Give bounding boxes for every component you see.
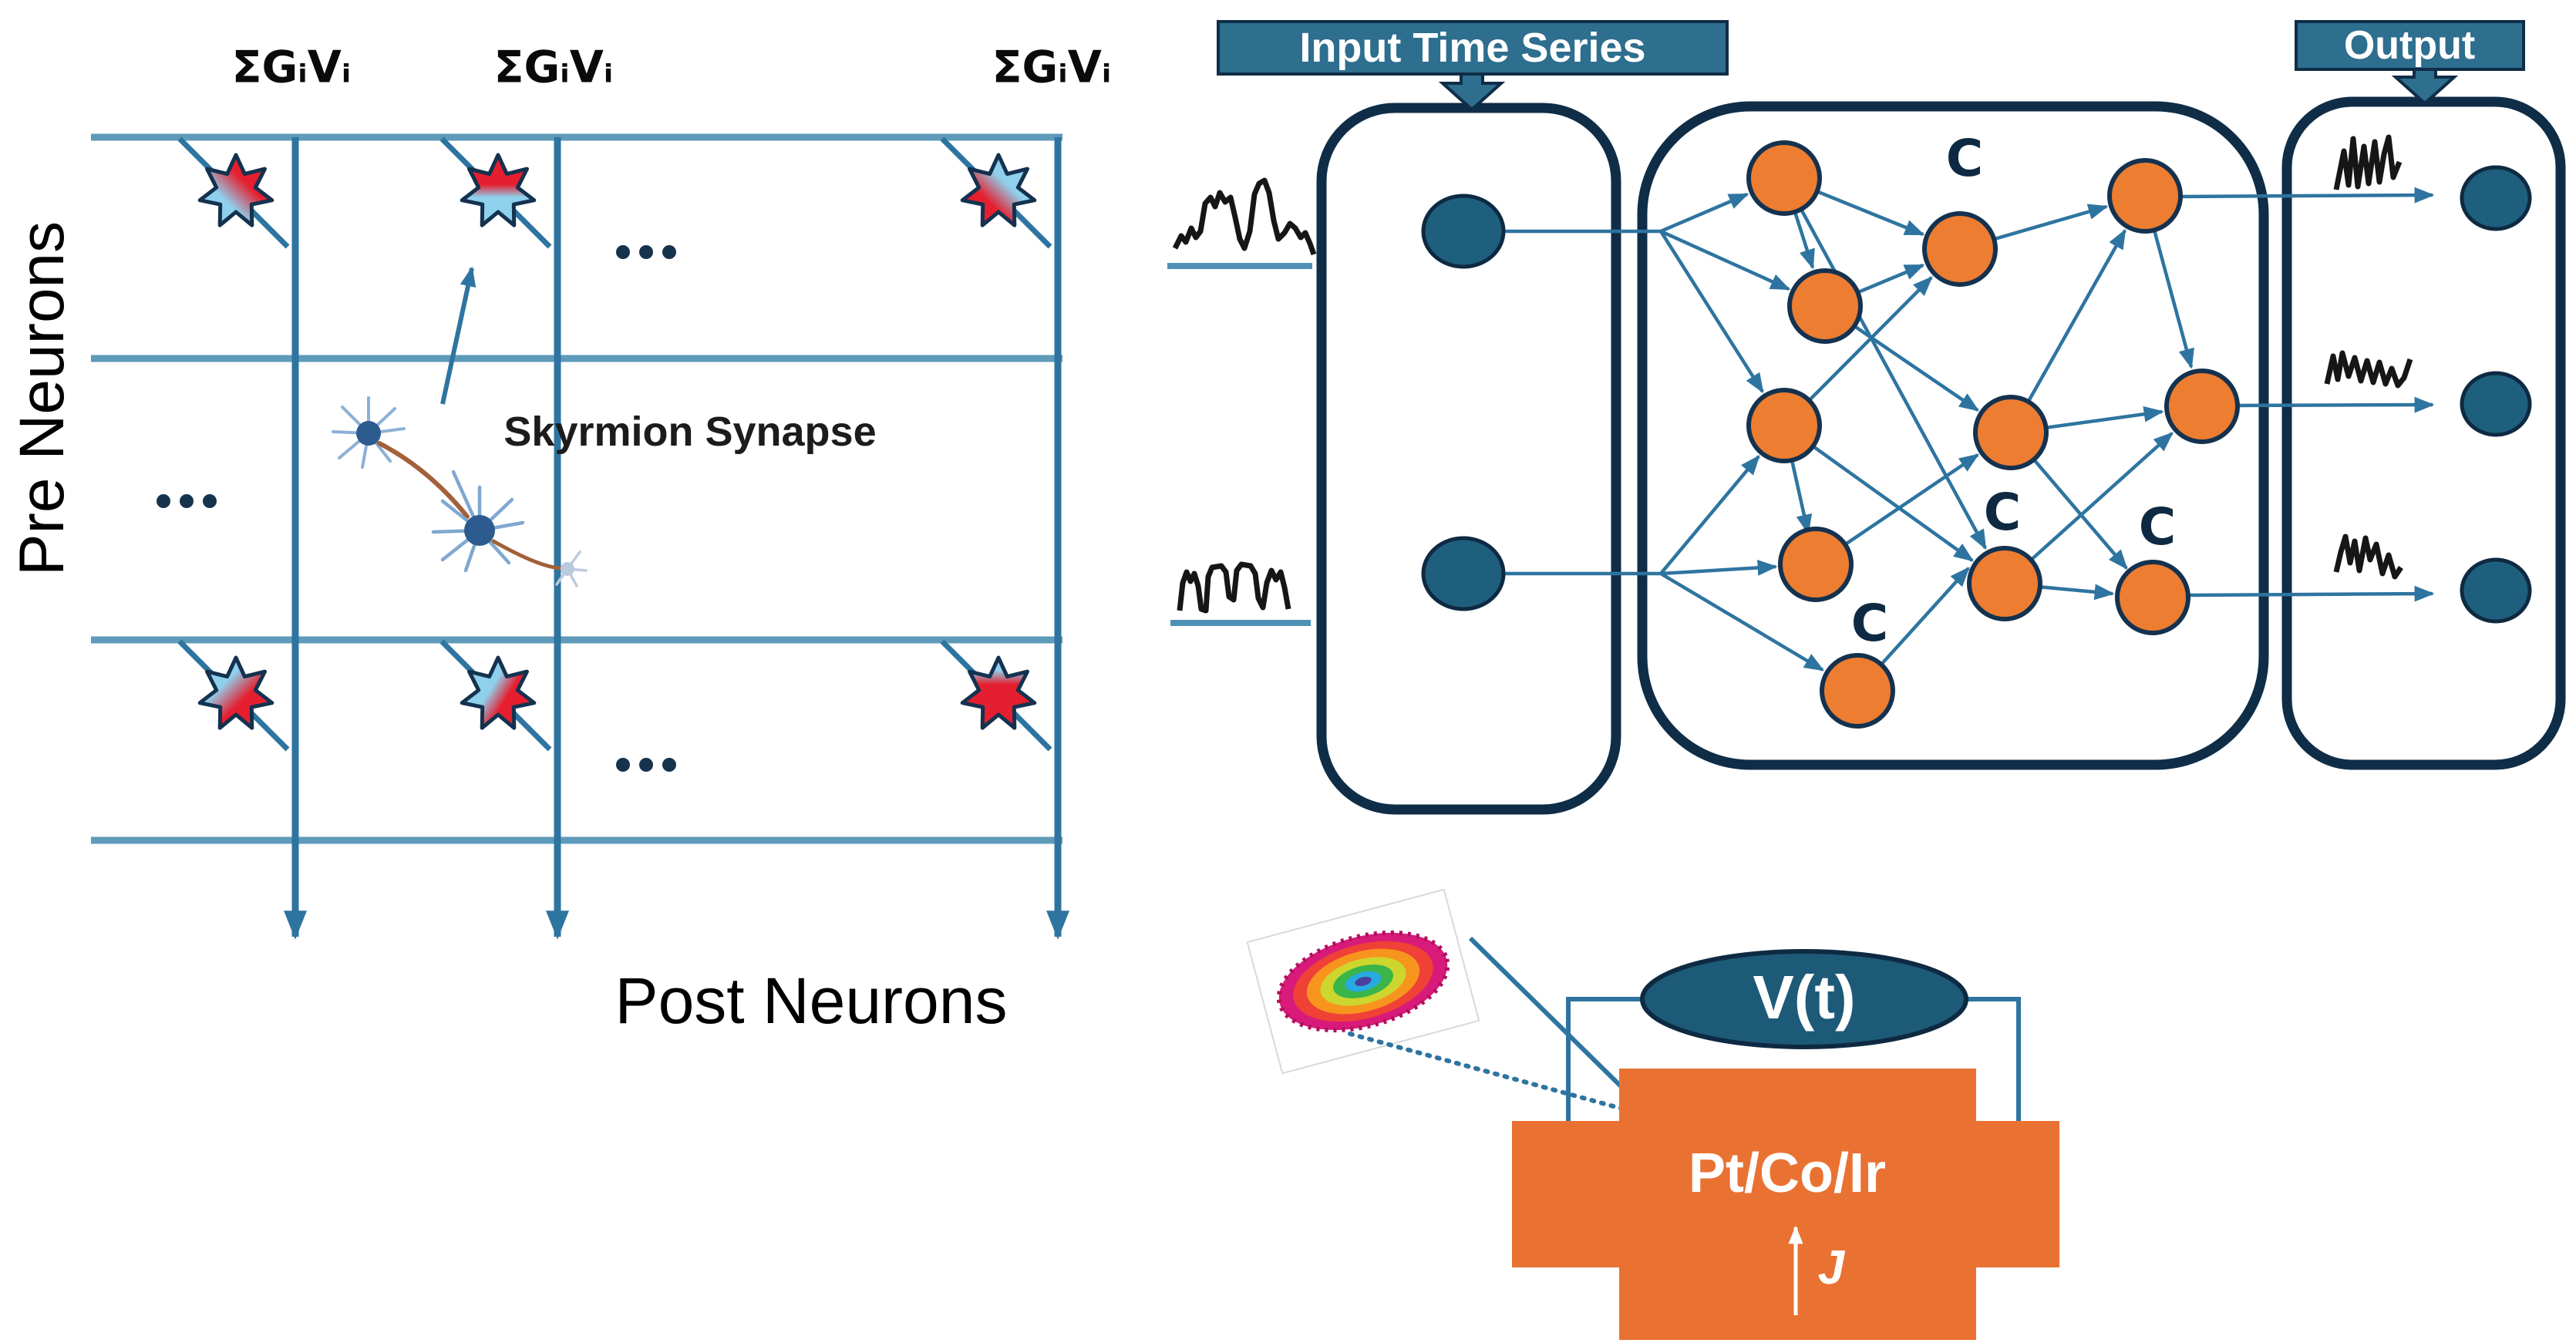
output-banner-label: Output: [2343, 23, 2476, 68]
synapse-star-icon: [962, 658, 1035, 728]
reservoir-node: [1746, 388, 1822, 463]
reservoir-node: [1820, 653, 1895, 729]
input-node: [1421, 194, 1506, 269]
cycle-label-4: C: [1850, 594, 1889, 653]
voltmeter-wires: [1566, 997, 2021, 1133]
reservoir-box: [1637, 101, 2269, 770]
skyrmion-callout-arrow: [1348, 1032, 1652, 1119]
output-waveform-3: [2333, 533, 2403, 580]
reservoir-node: [1973, 395, 2049, 470]
reservoir-node: [2115, 560, 2190, 635]
output-node: [2460, 371, 2532, 437]
reservoir-network: [1167, 20, 2566, 815]
axon-connection: [377, 441, 470, 519]
synapse-star-icon: [200, 155, 272, 225]
synapse-star-icon: [462, 155, 534, 225]
output-banner-pointer-icon: [2391, 68, 2459, 106]
input-banner-pointer-icon: [1438, 72, 1506, 112]
synapse-star-icon: [200, 658, 272, 728]
output-waveforms: [2324, 134, 2413, 580]
ellipsis-dots: [157, 245, 676, 772]
output-nodes: [2460, 165, 2532, 624]
skyrmion-texture-icon: [1246, 888, 1480, 1075]
voltmeter-label: V(t): [1753, 963, 1856, 1032]
cycle-label-3: C: [2138, 497, 2177, 557]
cycle-label-2: C: [1983, 483, 2022, 542]
weighted-sum-label-3: ΣGᵢVᵢ: [992, 42, 1112, 93]
reservoir-node: [2164, 369, 2240, 444]
voltmeter-ellipse: [1640, 949, 1968, 1049]
reservoir-node: [1967, 546, 2042, 621]
synapse-annotation-arrow: [440, 266, 476, 405]
crossbar-row-lines: [91, 133, 1062, 844]
reservoir-node: [2107, 158, 2183, 234]
output-waveform-1: [2333, 134, 2403, 190]
output-node: [2460, 165, 2532, 231]
output-node: [2460, 557, 2532, 624]
input-waveform-1: [1167, 177, 1317, 269]
synapse-annotation-label: Skyrmion Synapse: [503, 409, 877, 455]
reservoir-nodes: [1746, 140, 2240, 729]
synapse-star-icon: [462, 658, 534, 728]
input-node: [1421, 536, 1506, 611]
current-label: J: [1817, 1241, 1845, 1294]
device-schematic: [1246, 888, 2059, 1340]
cycle-label-1: C: [1945, 129, 1984, 188]
synapse-star-icon: [962, 155, 1035, 225]
device-stack-label: Pt/Co/Ir: [1688, 1143, 1887, 1204]
input-waveform-2: [1170, 561, 1311, 626]
pre-neurons-label: Pre Neurons: [7, 220, 77, 577]
reservoir-node: [1746, 140, 1822, 216]
neuron-pair-icon: [332, 396, 588, 587]
weighted-sum-label-1: ΣGᵢVᵢ: [231, 42, 352, 93]
input-nodes: [1421, 194, 1506, 611]
reservoir-node: [1922, 211, 1998, 287]
hall-bar-device: [1512, 1069, 2059, 1340]
crossbar-column-lines: [284, 137, 1069, 940]
post-neurons-label: Post Neurons: [615, 964, 1008, 1037]
input-banner-label: Input Time Series: [1299, 25, 1646, 71]
crossbar-array: [91, 133, 1069, 940]
reservoir-node: [1778, 527, 1854, 602]
weighted-sum-label-2: ΣGᵢVᵢ: [493, 42, 614, 93]
output-waveform-2: [2324, 350, 2413, 389]
reservoir-node: [1787, 268, 1863, 344]
output-banner: [2295, 20, 2525, 71]
